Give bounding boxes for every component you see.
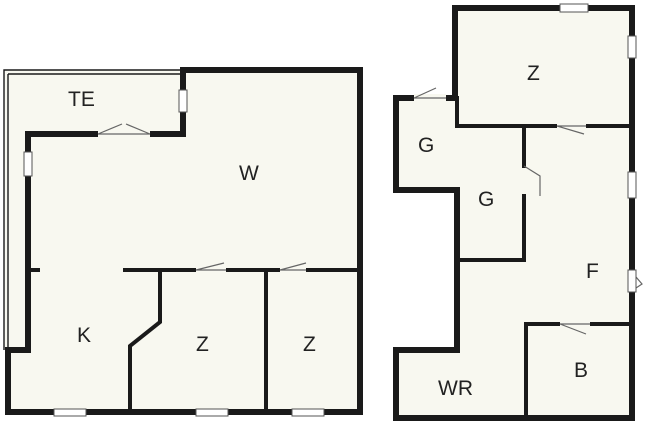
window-z-right-top <box>559 3 589 13</box>
window-k-bottom <box>53 408 87 417</box>
window-z1-bottom <box>195 408 229 417</box>
door-entry-icon <box>413 87 446 99</box>
room-label-g-2: G <box>478 188 494 211</box>
door-z-right-icon <box>556 125 586 135</box>
door-b-icon <box>559 323 590 335</box>
room-label-z-right-top: Z <box>527 62 540 85</box>
wall-g-lower <box>457 194 526 262</box>
window-z-right-side <box>627 35 637 59</box>
door-terrace-icon <box>97 123 151 135</box>
door-g-icon <box>523 165 541 196</box>
room-label-g-1: G <box>418 134 434 157</box>
window-z2-bottom <box>291 408 325 417</box>
window-f-side <box>627 171 637 199</box>
wall-k-z <box>128 268 162 412</box>
room-label-te: TE <box>68 88 95 111</box>
room-label-z-left-1: Z <box>196 333 209 356</box>
window-w-left <box>23 151 33 177</box>
left-unit-floor <box>4 70 360 412</box>
wall-b <box>524 322 630 420</box>
terrace-outline <box>3 69 183 350</box>
room-label-w: W <box>239 162 259 185</box>
door-z2-icon <box>279 262 307 271</box>
left-unit: TE W K Z Z <box>3 67 363 417</box>
room-label-wr: WR <box>438 377 473 400</box>
door-z1-icon <box>195 262 226 271</box>
window-f-side-2 <box>627 269 637 293</box>
room-label-k: K <box>77 324 91 347</box>
room-label-z-left-2: Z <box>303 333 316 356</box>
right-unit: Z G G F WR B <box>393 3 643 421</box>
room-label-f: F <box>586 260 599 283</box>
room-label-b: B <box>574 359 588 382</box>
right-unit-floor <box>396 8 632 418</box>
window-te <box>178 89 188 113</box>
